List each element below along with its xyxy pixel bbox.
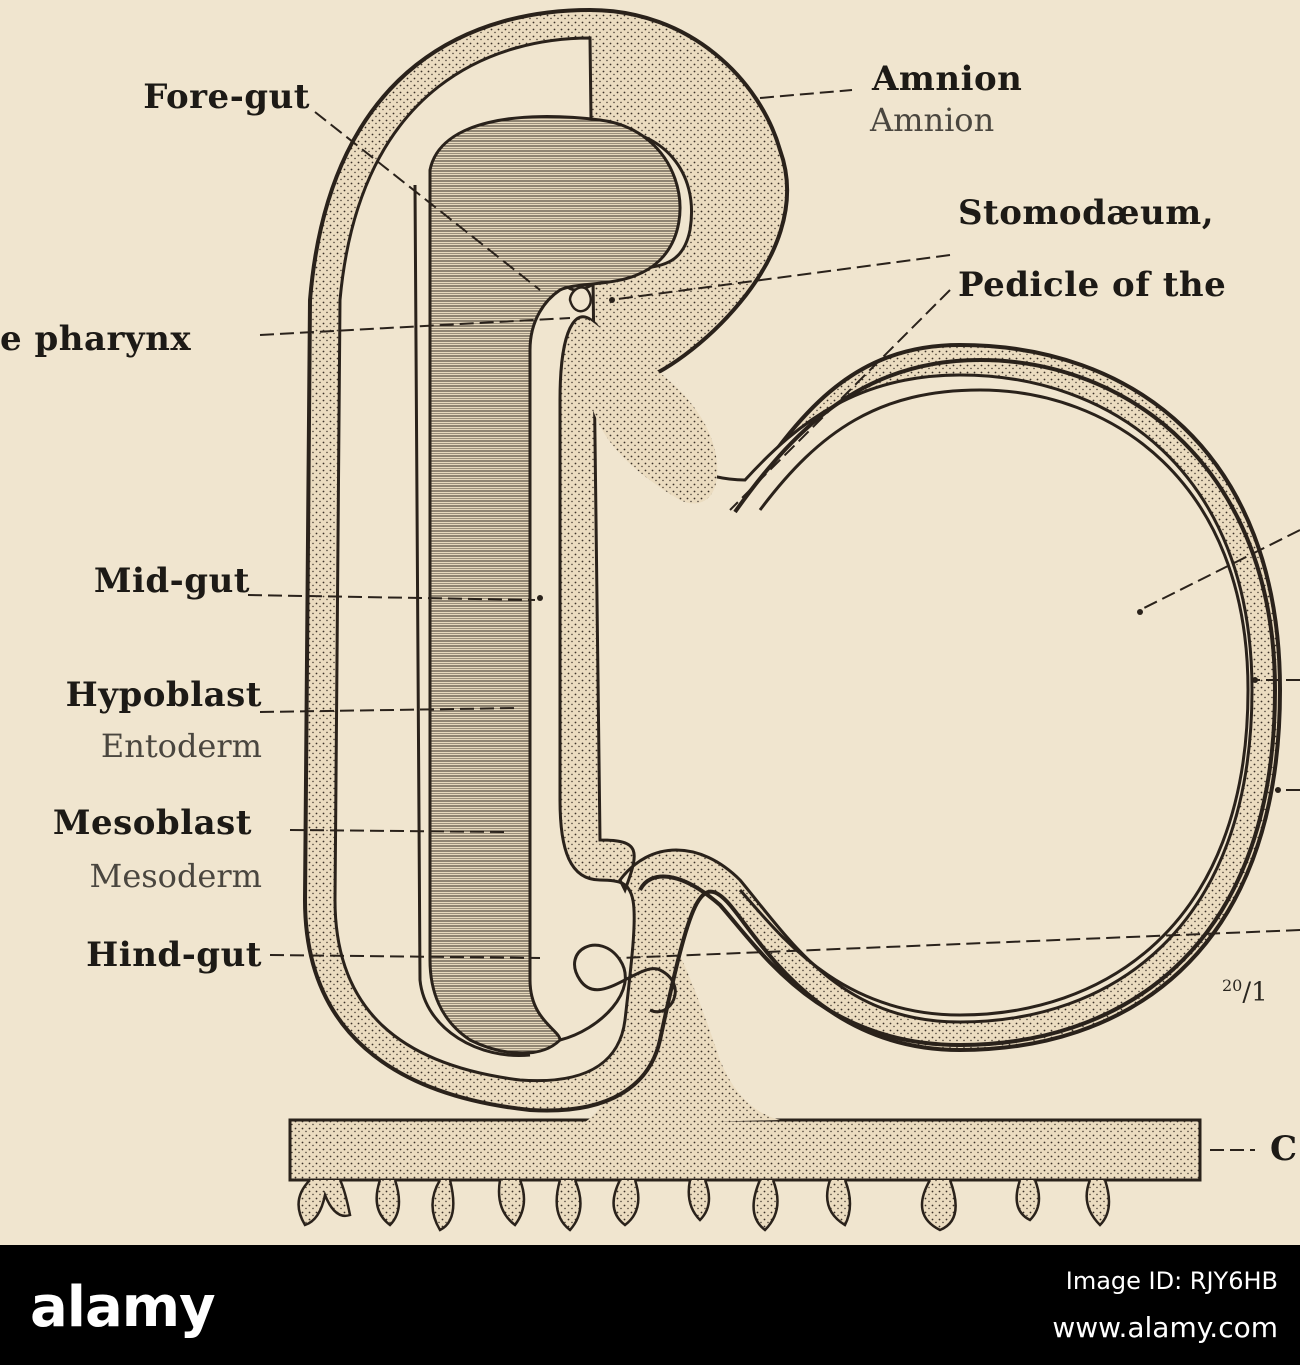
- chorion: [288, 1118, 1202, 1232]
- gut-tube: [428, 115, 682, 1055]
- label-amnion-gloss: Amnion: [870, 101, 995, 139]
- hind-gut-curl: [559, 943, 677, 1042]
- label-hypoblast: Hypoblast: [65, 675, 262, 715]
- label-amnion: Amnion: [872, 59, 1023, 99]
- image-id: Image ID: RJY6HB: [1065, 1267, 1278, 1295]
- scale-fraction: 20/1: [1222, 976, 1268, 1008]
- label-mid-gut: Mid-gut: [93, 561, 250, 601]
- label-pedicle: Pedicle of the: [958, 265, 1227, 305]
- watermark-footer: alamy Image ID: RJY6HB www.alamy.com: [0, 1245, 1300, 1365]
- mesoblast-thickening: [590, 320, 718, 504]
- label-stomodaeum: Stomodæum,: [958, 193, 1215, 233]
- alamy-logo: alamy: [30, 1275, 216, 1340]
- label-chorion: C: [1270, 1129, 1298, 1169]
- label-hind-gut: Hind-gut: [86, 935, 262, 975]
- label-mesoderm: Mesoderm: [89, 857, 262, 895]
- leader-lines: [247, 89, 1300, 1151]
- label-mesoblast: Mesoblast: [52, 803, 252, 843]
- leader-dots: [537, 297, 1281, 793]
- label-fore-gut: Fore-gut: [143, 77, 310, 117]
- embryo-section-figure: [247, 7, 1300, 1232]
- yolk-sac: [638, 357, 1278, 1048]
- label-pharynx: e pharynx: [0, 319, 192, 359]
- watermark-url: www.alamy.com: [1052, 1311, 1278, 1344]
- label-entoderm: Entoderm: [100, 727, 262, 765]
